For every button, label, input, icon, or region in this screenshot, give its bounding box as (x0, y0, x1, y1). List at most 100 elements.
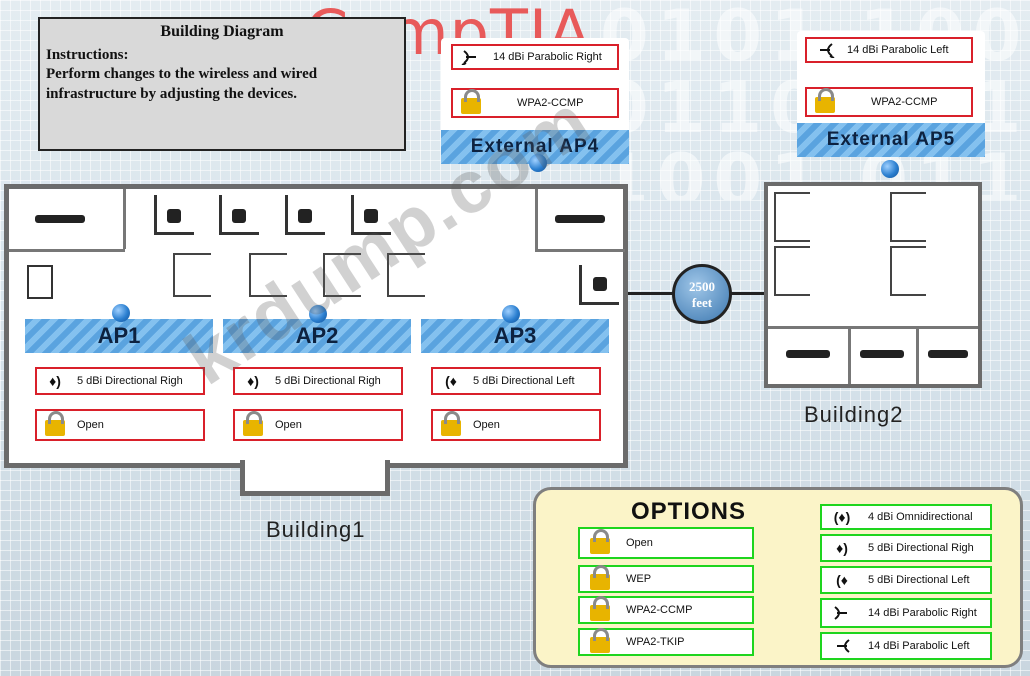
ap4-security-label: WPA2-CCMP (517, 97, 584, 109)
chair (298, 209, 312, 223)
option-security-wpa2-ccmp[interactable]: WPA2-CCMP (578, 595, 754, 624)
option-antenna-14dbi-right[interactable]: 14 dBi Parabolic Right (820, 598, 992, 628)
ap2-security-slot[interactable]: Open (233, 409, 403, 441)
distance-badge: 2500 feet (672, 264, 732, 324)
option-security-wpa2-tkip[interactable]: WPA2-TKIP (578, 627, 754, 656)
lock-icon (37, 410, 73, 436)
desk (219, 195, 259, 235)
lock-icon (235, 410, 271, 436)
directional-antenna-icon: ♦) (49, 373, 61, 389)
option-security-label: Open (626, 537, 653, 549)
option-security-wep[interactable]: WEP (578, 564, 754, 593)
instructions-text: Perform changes to the wireless and wire… (46, 66, 318, 102)
ap3-security-label: Open (473, 419, 500, 431)
instructions-label: Instructions: (46, 47, 129, 63)
option-security-label: WPA2-CCMP (626, 604, 693, 616)
wall (916, 326, 919, 384)
option-antenna-14dbi-left[interactable]: 14 dBi Parabolic Left (820, 632, 992, 660)
option-antenna-label: 4 dBi Omnidirectional (868, 511, 973, 523)
ap1-antenna-slot[interactable]: ♦) 5 dBi Directional Righ (35, 367, 205, 395)
wall (535, 249, 625, 252)
conference-table (928, 350, 968, 358)
option-antenna-5dbi-right[interactable]: ♦) 5 dBi Directional Righ (820, 534, 992, 562)
instructions-title: Building Diagram (160, 23, 284, 40)
option-antenna-omni[interactable]: (♦) 4 dBi Omnidirectional (820, 504, 992, 530)
option-security-label: WPA2-TKIP (626, 636, 685, 648)
ap1-panel: AP1 ♦) 5 dBi Directional Righ Open (25, 319, 213, 449)
lock-icon (580, 564, 620, 590)
ap4-connector-dot (529, 154, 547, 172)
ap2-name: AP2 (223, 319, 411, 353)
ap3-security-slot[interactable]: Open (431, 409, 601, 441)
wall (848, 326, 851, 384)
parabolic-antenna-icon (453, 49, 489, 65)
distance-value: 2500 (689, 279, 715, 294)
lock-icon (580, 627, 620, 653)
external-ap4: 14 dBi Parabolic Right WPA2-CCMP Externa… (441, 38, 629, 164)
ap3-name: AP3 (421, 319, 609, 353)
ap5-security-slot[interactable]: WPA2-CCMP (805, 87, 973, 117)
chair (167, 209, 181, 223)
building1-floorplan: AP1 ♦) 5 dBi Directional Righ Open AP2 ♦… (4, 184, 628, 468)
external-ap5: 14 dBi Parabolic Left WPA2-CCMP External… (797, 31, 985, 157)
ap2-connector-dot (309, 305, 327, 323)
wall (123, 189, 126, 249)
directional-antenna-icon: (♦ (445, 373, 457, 389)
option-antenna-label: 14 dBi Parabolic Right (868, 607, 977, 619)
wall (9, 249, 125, 252)
cubicle (249, 253, 287, 297)
options-panel: OPTIONS Open WEP WPA2-CCMP WPA2-TKIP (♦)… (533, 487, 1023, 668)
omni-antenna-icon: (♦) (833, 509, 851, 525)
ap5-antenna-slot[interactable]: 14 dBi Parabolic Left (805, 37, 973, 63)
lock-icon (807, 87, 843, 113)
conference-table (786, 350, 830, 358)
cubicle (890, 192, 926, 242)
ap1-name: AP1 (25, 319, 213, 353)
directional-antenna-icon: (♦ (836, 572, 848, 588)
building2-floorplan (764, 182, 982, 388)
options-title: OPTIONS (631, 498, 747, 525)
ap3-antenna-slot[interactable]: (♦ 5 dBi Directional Left (431, 367, 601, 395)
ap4-security-slot[interactable]: WPA2-CCMP (451, 88, 619, 118)
ap2-security-label: Open (275, 419, 302, 431)
ap1-security-label: Open (77, 419, 104, 431)
conference-table (860, 350, 904, 358)
option-antenna-5dbi-left[interactable]: (♦ 5 dBi Directional Left (820, 566, 992, 594)
ap1-security-slot[interactable]: Open (35, 409, 205, 441)
option-antenna-label: 14 dBi Parabolic Left (868, 640, 970, 652)
desk (579, 265, 619, 305)
distance-unit: feet (691, 295, 713, 310)
parabolic-antenna-icon (822, 638, 862, 654)
building2-label: Building2 (804, 402, 904, 427)
desk (154, 195, 194, 235)
ap2-antenna-slot[interactable]: ♦) 5 dBi Directional Righ (233, 367, 403, 395)
chair (593, 277, 607, 291)
cubicle (323, 253, 361, 297)
ap5-antenna-label: 14 dBi Parabolic Left (847, 44, 949, 56)
chair (232, 209, 246, 223)
lock-icon (580, 595, 620, 621)
desk (285, 195, 325, 235)
cubicle (774, 246, 810, 296)
cubicle (890, 246, 926, 296)
ap5-name: External AP5 (797, 123, 985, 157)
ap4-antenna-slot[interactable]: 14 dBi Parabolic Right (451, 44, 619, 70)
building1-annex (240, 460, 390, 496)
ap1-connector-dot (112, 304, 130, 322)
ap2-panel: AP2 ♦) 5 dBi Directional Righ Open (223, 319, 411, 449)
ap2-antenna-label: 5 dBi Directional Righ (275, 375, 381, 387)
directional-antenna-icon: ♦) (836, 540, 848, 556)
lock-icon (580, 528, 620, 554)
conference-table (555, 215, 605, 223)
cubicle (387, 253, 425, 297)
option-security-open[interactable]: Open (578, 527, 754, 559)
building1-label: Building1 (266, 517, 366, 542)
ap3-panel: AP3 (♦ 5 dBi Directional Left Open (421, 319, 609, 449)
ap1-antenna-label: 5 dBi Directional Righ (77, 375, 183, 387)
option-security-label: WEP (626, 573, 652, 585)
conference-table (35, 215, 85, 223)
desk (351, 195, 391, 235)
ap3-antenna-label: 5 dBi Directional Left (473, 375, 575, 387)
parabolic-antenna-icon (822, 605, 862, 621)
building-link-line (628, 292, 674, 295)
